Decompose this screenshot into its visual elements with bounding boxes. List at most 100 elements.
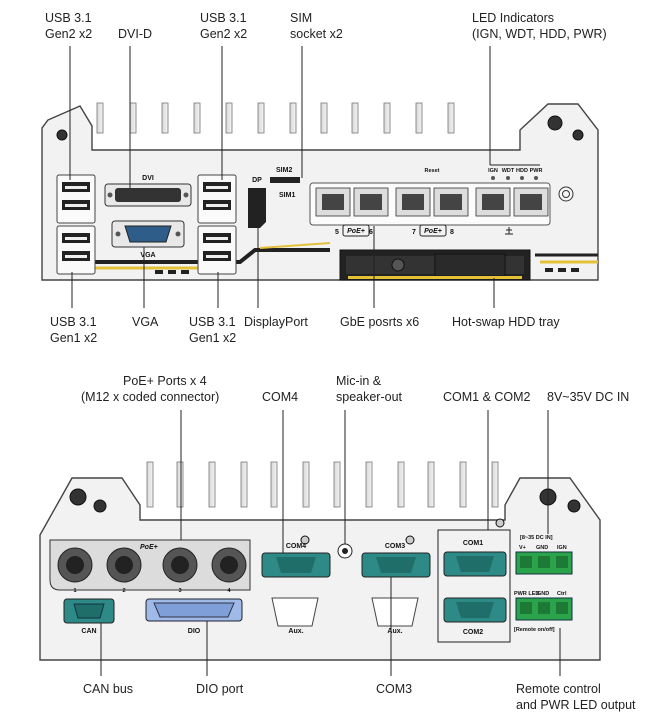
rear-panel-bottom: PoE+ 1 2 3 4 CAN DIO (39, 461, 601, 661)
sim1-label: SIM1 (279, 192, 295, 199)
callouts-bottom: PoE+ Ports x 4 (M12 x coded connector) C… (81, 374, 636, 712)
callout-com12: COM1 & COM2 (443, 390, 531, 404)
com2-port[interactable]: COM2 (443, 597, 507, 636)
mounting-screws-bottom (69, 488, 581, 610)
com1-port[interactable]: COM1 (443, 540, 507, 577)
svg-text:1: 1 (73, 588, 76, 594)
com1-panel-label: COM1 (463, 540, 483, 547)
callout-mic: Mic-in & speaker-out (336, 374, 403, 404)
m12-port-4[interactable]: 4 (211, 547, 247, 594)
remote-pin-ctrl: Ctrl (557, 591, 567, 597)
callouts-top: USB 3.1 Gen2 x2 DVI-D USB 3.1 Gen2 x2 SI… (45, 11, 607, 345)
led-hdd-label: HDD (516, 168, 528, 174)
m12-port-1[interactable]: 1 (57, 547, 93, 594)
callout-lines-top (69, 46, 540, 308)
callout-usb-gen2-left: USB 3.1 Gen2 x2 (45, 11, 95, 41)
callout-usb-gen1-left: USB 3.1 Gen1 x2 (50, 315, 100, 345)
callout-com3: COM3 (376, 682, 412, 696)
m12-port-2[interactable]: 2 (106, 547, 142, 594)
callout-led: LED Indicators (IGN, WDT, HDD, PWR) (472, 11, 607, 41)
svg-text:PoE+: PoE+ (424, 228, 442, 235)
callout-lines-bottom (100, 410, 561, 676)
sim-sockets[interactable]: SIM2 SIM1 (270, 167, 300, 199)
callout-dvi: DVI-D (118, 27, 152, 41)
audio-jack[interactable] (337, 543, 353, 559)
svg-text:Aux.: Aux. (387, 628, 402, 635)
led-indicators: IGN WDT HDD PWR (488, 168, 542, 180)
callout-gbe: GbE posrts x6 (340, 315, 419, 329)
dc-pin-vplus: V+ (519, 545, 526, 551)
remote-terminal[interactable]: PWR LED GND Ctrl [Remote on/off] (514, 591, 573, 633)
usb-gen1-left[interactable] (56, 225, 96, 275)
led-ign-label: IGN (488, 168, 498, 174)
com3-port[interactable]: COM3 (361, 543, 431, 578)
aux-blank-left: Aux. (271, 597, 319, 635)
svg-text:4: 4 (227, 588, 231, 594)
com4-port[interactable]: COM4 (261, 543, 331, 578)
gbe-ports[interactable]: 5 6 7 8 PoE+ PoE+ (309, 182, 551, 237)
remote-pin-pwrled: PWR LED (514, 591, 539, 597)
dc-pin-ign: IGN (557, 545, 567, 551)
callout-vga: VGA (132, 315, 159, 329)
can-port[interactable]: CAN (63, 598, 115, 635)
power-button[interactable] (558, 186, 574, 202)
callout-can-bus: CAN bus (83, 682, 133, 696)
aux-blank-right: Aux. (371, 597, 419, 635)
callout-hdd: Hot-swap HDD tray (452, 315, 560, 329)
usb-gen1-right[interactable] (197, 225, 237, 275)
network-icon (505, 227, 513, 235)
dio-port[interactable]: DIO (145, 598, 243, 635)
svg-text:Aux.: Aux. (288, 628, 303, 635)
port-6-label: 6 (369, 229, 373, 236)
dc-in-terminal[interactable]: [8~35 DC IN] V+ GND IGN (515, 535, 573, 575)
callout-dio-port: DIO port (196, 682, 244, 696)
remote-onoff-label: [Remote on/off] (514, 627, 555, 633)
vga-port[interactable]: VGA (111, 220, 185, 259)
led-wdt-label: WDT (502, 168, 515, 174)
led-pwr-label: PWR (530, 168, 543, 174)
com12-frame (437, 529, 511, 643)
callout-sim: SIM socket x2 (290, 11, 343, 41)
dvi-port[interactable]: DVI (104, 175, 192, 207)
com4-panel-label: COM4 (286, 543, 306, 550)
poe-m12-title: PoE+ (140, 544, 158, 551)
hdd-tray[interactable] (339, 249, 531, 281)
can-panel-label: CAN (81, 628, 96, 635)
dc-range-label: [8~35 DC IN] (520, 535, 553, 541)
port-7-label: 7 (412, 229, 416, 236)
poe-badge-56: PoE+ (342, 224, 370, 237)
m12-port-3[interactable]: 3 (162, 547, 198, 594)
usb-gen2-left[interactable] (56, 174, 96, 224)
front-panel-top: DVI VGA DP SIM2 SIM1 Reset IGN WDT HDD (41, 102, 599, 281)
callout-usb-gen1-right: USB 3.1 Gen1 x2 (189, 315, 239, 345)
heatsink-fins (96, 102, 455, 134)
heatsink-fins-bottom (146, 461, 499, 508)
dc-pin-gnd: GND (536, 545, 548, 551)
dvi-panel-label: DVI (142, 175, 154, 182)
svg-text:3: 3 (178, 588, 181, 594)
com3-panel-label: COM3 (385, 543, 405, 550)
port-8-label: 8 (450, 229, 454, 236)
sim2-label: SIM2 (276, 167, 292, 174)
callout-dc-in: 8V~35V DC IN (547, 390, 629, 404)
usb-gen2-right[interactable] (197, 174, 237, 224)
callout-com4: COM4 (262, 390, 298, 404)
svg-text:2: 2 (122, 588, 125, 594)
com2-panel-label: COM2 (463, 629, 483, 636)
vga-panel-label: VGA (140, 252, 155, 259)
callout-remote: Remote control and PWR LED output (516, 682, 636, 712)
poe-badge-78: PoE+ (419, 224, 447, 237)
poe-m12-block: PoE+ (49, 539, 251, 591)
port-5-label: 5 (335, 229, 339, 236)
callout-poe-ports: PoE+ Ports x 4 (M12 x coded connector) (81, 374, 219, 404)
svg-text:PoE+: PoE+ (347, 228, 365, 235)
callout-displayport: DisplayPort (244, 315, 308, 329)
dp-panel-label: DP (252, 177, 262, 184)
displayport-port[interactable]: DP (248, 177, 266, 228)
mounting-screws (56, 115, 584, 141)
callout-usb-gen2-right: USB 3.1 Gen2 x2 (200, 11, 250, 41)
reset-label: Reset (425, 168, 440, 174)
remote-pin-gnd: GND (537, 591, 549, 597)
dio-panel-label: DIO (188, 628, 201, 635)
